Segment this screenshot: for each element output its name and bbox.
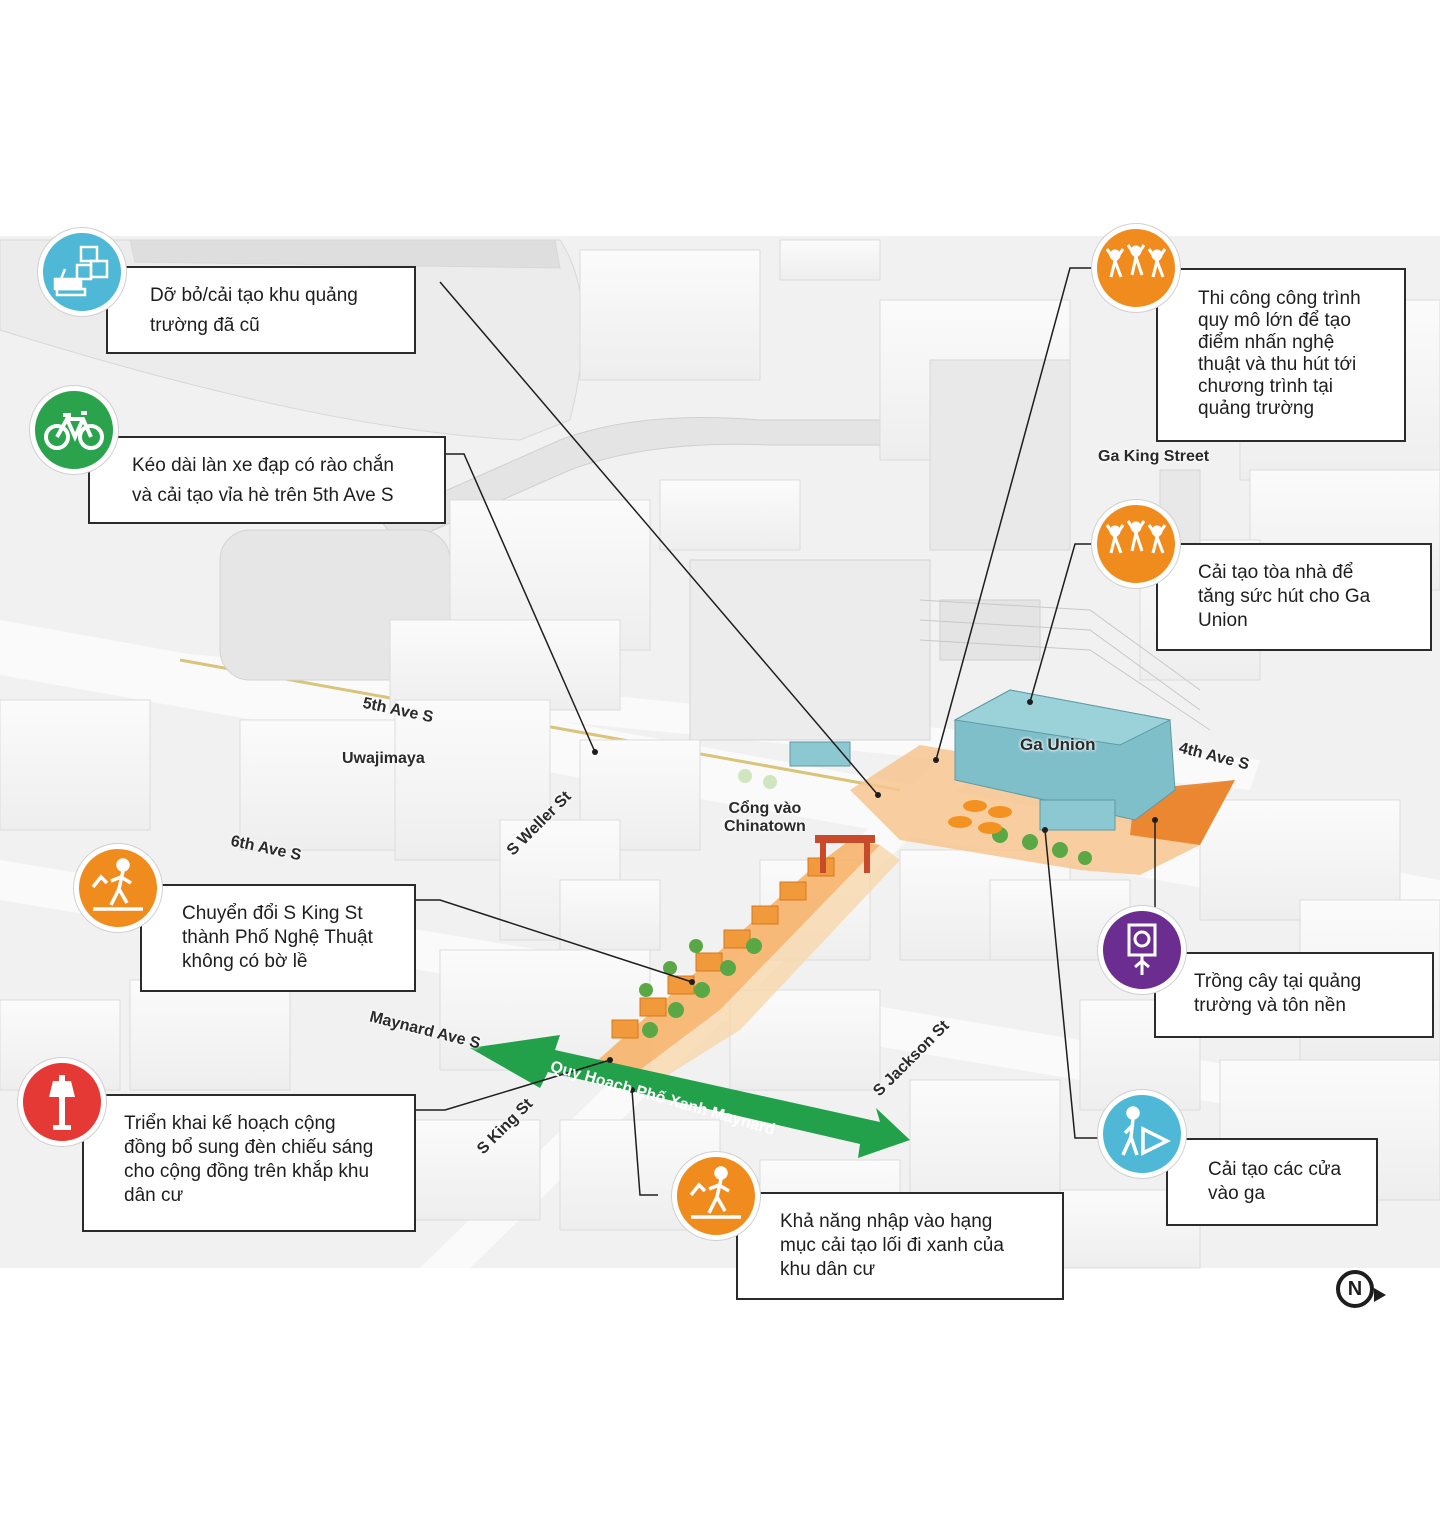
callout-line: chương trình tại	[1198, 376, 1334, 397]
place-label-king-street-station: Ga King Street	[1098, 448, 1210, 465]
plaza-umbrellas	[948, 800, 1012, 834]
callout-line: Thi công công trình	[1198, 288, 1361, 309]
callout-line: cho cộng đồng trên khắp khu	[124, 1161, 370, 1182]
place-label-line: Chinatown	[724, 818, 806, 835]
callout-line: dân cư	[124, 1185, 184, 1206]
people-celebrating-icon	[1092, 224, 1180, 312]
callout-festival-street: Chuyển đổi S King St thành Phố Nghệ Thuậ…	[140, 884, 416, 992]
compass-letter: N	[1347, 1277, 1363, 1300]
callout-art-project: Thi công công trình quy mô lớn để tạo đi…	[1156, 268, 1406, 442]
callout-line: trường đã cũ	[150, 315, 260, 336]
people-celebrating-icon	[1092, 500, 1180, 588]
pedestrian-step-icon	[74, 844, 162, 932]
king-street-station	[919, 599, 1211, 731]
callout-line: Cải tạo các cửa	[1208, 1159, 1342, 1180]
place-label-uwajimaya: Uwajimaya	[342, 750, 425, 767]
street-lamp-icon	[18, 1058, 106, 1146]
callout-line: điểm nhấn nghệ	[1198, 332, 1335, 353]
callout-station-entrances: Cải tạo các cửa vào ga	[1166, 1138, 1378, 1226]
art-sign-icon	[1098, 906, 1186, 994]
callout-line: khu dân cư	[780, 1259, 876, 1280]
union-station-building	[789, 689, 1176, 831]
callout-line: Trồng cây tại quảng	[1194, 971, 1362, 992]
pedestrian-arrow-icon	[1098, 1090, 1186, 1178]
callout-line: quảng trường	[1198, 398, 1315, 419]
callout-green-street: Khả năng nhập vào hạng mục cải tạo lối đ…	[736, 1192, 1064, 1300]
callout-bike: Kéo dài làn xe đạp có rào chắn và cải tạ…	[88, 436, 446, 524]
north-compass-icon: N	[1336, 1270, 1386, 1308]
callout-line: Kéo dài làn xe đạp có rào chắn	[132, 455, 394, 476]
bicycle-icon	[30, 386, 118, 474]
callout-line: mục cải tạo lối đi xanh của	[780, 1235, 1004, 1256]
place-label-line: Cổng vào	[728, 800, 802, 817]
callout-line: thành Phố Nghệ Thuật	[182, 927, 373, 948]
place-label-union-station: Ga Union	[1020, 735, 1096, 754]
place-label-chinatown-gate: Cổng vào Chinatown	[724, 800, 806, 836]
pedestrian-step-icon	[672, 1152, 760, 1240]
callout-line: quy mô lớn để tạo	[1198, 310, 1351, 331]
callout-line: vào ga	[1208, 1183, 1266, 1204]
callout-lighting: Triển khai kế hoạch cộng đồng bổ sung đè…	[82, 1094, 416, 1232]
callout-line: và cải tạo vỉa hè trên 5th Ave S	[132, 485, 394, 506]
callout-demolish: Dỡ bỏ/cải tạo khu quảng trường đã cũ	[106, 266, 416, 354]
king-st-shade	[640, 845, 900, 1080]
king-st-stalls	[611, 857, 835, 1039]
callout-line: Union	[1198, 610, 1248, 631]
callout-line: Dỡ bỏ/cải tạo khu quảng	[150, 285, 358, 306]
callout-line: thuật và thu hút tới	[1198, 354, 1357, 375]
callout-line: Triển khai kế hoạch cộng	[124, 1113, 336, 1134]
maynard-green-arrow	[470, 1035, 910, 1158]
callout-line: không có bờ lề	[182, 951, 308, 972]
chinatown-gate	[815, 835, 875, 873]
callout-plaza-planting: Trồng cây tại quảng trường và tôn nền	[1154, 952, 1434, 1038]
callout-line: Khả năng nhập vào hạng	[780, 1211, 993, 1232]
compass-arrow	[1374, 1288, 1386, 1302]
callout-line: Cải tạo tòa nhà để	[1198, 562, 1354, 583]
callout-building-activation: Cải tạo tòa nhà để tăng sức hút cho Ga U…	[1156, 543, 1432, 651]
demolition-building-icon	[38, 228, 126, 316]
callout-line: tăng sức hút cho Ga	[1198, 586, 1371, 607]
callout-line: trường và tôn nền	[1194, 995, 1346, 1016]
callout-line: Chuyển đổi S King St	[182, 903, 363, 924]
callout-line: đồng bổ sung đèn chiếu sáng	[124, 1137, 374, 1158]
